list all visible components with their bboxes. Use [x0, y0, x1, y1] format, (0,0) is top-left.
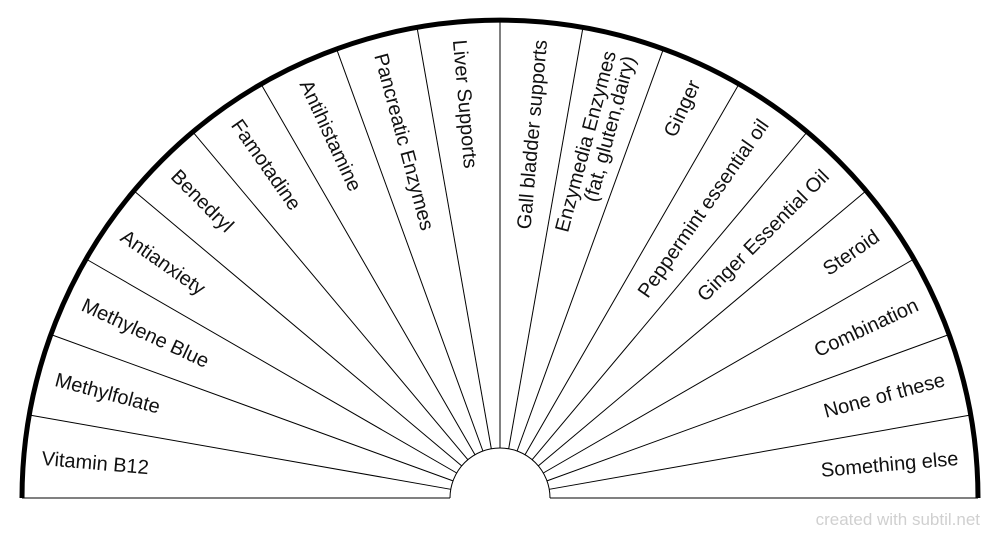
segment-label: Steroid [819, 226, 884, 280]
segment-label: Ginger [660, 77, 705, 141]
segment-divider [29, 414, 451, 490]
segment-divider [524, 83, 740, 455]
segment-label: Antihistamine [295, 77, 366, 195]
segment-divider [192, 131, 469, 461]
credit-text: created with subtil.net [815, 510, 980, 529]
segment-divider [537, 190, 867, 467]
segment-label: Antianxiety [116, 226, 209, 300]
segment-label: Peppermint essential oil [634, 115, 774, 302]
segment-label: Something else [820, 448, 959, 482]
segment-label: Famotadine [226, 115, 305, 214]
segment-divider [531, 131, 808, 461]
segment-label: Methylfolate [53, 369, 163, 418]
segment-label: Pancreatic Enzymes [369, 51, 437, 233]
segment-divider [260, 83, 476, 455]
segment-label: Gall bladder supports [514, 39, 552, 230]
inner-hub-arc [449, 447, 551, 499]
segment-divider [549, 414, 971, 490]
segment-divider [516, 48, 664, 452]
segment-divider [543, 258, 915, 474]
segment-label: Combination [811, 295, 922, 362]
segment-divider [133, 190, 463, 467]
segment-divider [546, 334, 950, 482]
segment-divider [508, 27, 584, 449]
segment-label: Liver Supports [448, 39, 481, 169]
segment-label: Vitamin B12 [41, 448, 150, 479]
segment-divider [416, 27, 492, 449]
segment-divider [336, 48, 484, 452]
segment-label: Methylene Blue [78, 295, 212, 373]
segment-divider [85, 258, 457, 474]
segment-label: None of these [821, 369, 947, 422]
segment-label: Enzymedia Enzymes(fat, gluten,dairy) [551, 48, 640, 239]
segment-divider [50, 334, 454, 482]
